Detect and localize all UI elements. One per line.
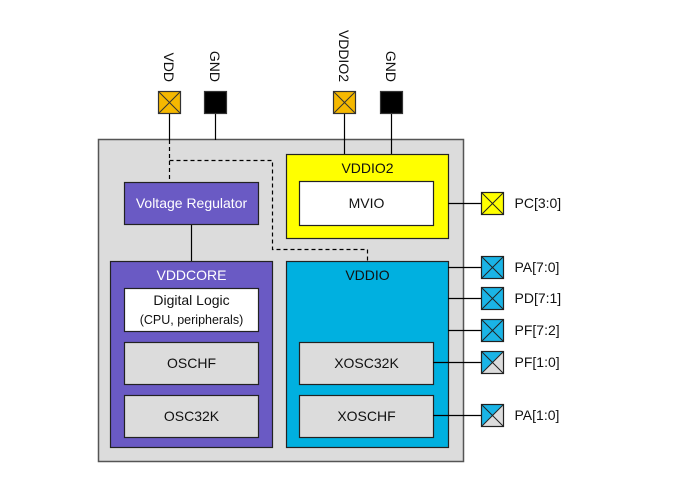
- oschf-block: [123, 341, 260, 386]
- voltage-regulator-label: Voltage Regulator: [136, 195, 248, 211]
- ground-pin-icon: [379, 90, 404, 115]
- vddio2-label: VDDIO2: [341, 160, 393, 176]
- io-pin-label: PF[1:0]: [515, 354, 560, 370]
- io-pin-label: PA[1:0]: [515, 407, 560, 423]
- xosc32k-block: [298, 341, 435, 386]
- io-pin-label: PD[7:1]: [515, 290, 562, 306]
- io-pin-pf-7-2: PF[7:2]: [480, 318, 560, 343]
- io-pin-pd-7-1: PD[7:1]: [480, 286, 562, 311]
- io-pin-pa-7-0: PA[7:0]: [480, 255, 560, 280]
- xoschf-label: XOSCHF: [337, 408, 395, 424]
- gnd-pin-1-label: GND: [207, 51, 223, 82]
- ground-pin-icon: [203, 90, 228, 115]
- io-pin-label: PA[7:0]: [515, 259, 560, 275]
- gnd-pin-1: GND: [203, 51, 228, 115]
- vddio2-pin-label: VDDIO2: [336, 30, 352, 82]
- vddcore-label: VDDCORE: [156, 267, 226, 283]
- io-pin-label: PF[7:2]: [515, 322, 560, 338]
- vdd-pin-label: VDD: [161, 52, 177, 82]
- osc32k-block: [123, 394, 260, 439]
- xoschf-block: [298, 394, 435, 439]
- mvio-label: MVIO: [349, 195, 385, 211]
- osc32k-label: OSC32K: [164, 408, 220, 424]
- digital-logic-label: Digital Logic: [153, 292, 229, 308]
- right-pins: PC[3:0] PA[7:0] PD[7:1] PF[7:2] PF[1:0] PA[1:…: [480, 191, 562, 428]
- oschf-label: OSCHF: [167, 355, 216, 371]
- gnd-pin-2: GND: [379, 51, 404, 115]
- voltage-regulator-block: [123, 181, 260, 226]
- io-pin-label: PC[3:0]: [515, 195, 562, 211]
- digital-logic-block: [123, 287, 260, 333]
- io-pin-pc-3-0: PC[3:0]: [480, 191, 562, 216]
- mvio-block: [298, 180, 435, 227]
- gnd-pin-2-label: GND: [383, 51, 399, 82]
- top-pins: VDD GND VDDIO2 GND: [157, 30, 404, 115]
- vddio-label: VDDIO: [345, 267, 389, 283]
- io-pin-pa-1-0: PA[1:0]: [480, 403, 560, 428]
- digital-logic-sublabel: (CPU, peripherals): [140, 313, 244, 327]
- vddio2-pin: VDDIO2: [332, 30, 357, 115]
- xosc32k-label: XOSC32K: [334, 355, 399, 371]
- vdd-to-vddio-dashed: [169, 159, 369, 262]
- vdd-pin: VDD: [157, 52, 182, 115]
- io-pin-pf-1-0: PF[1:0]: [480, 350, 560, 375]
